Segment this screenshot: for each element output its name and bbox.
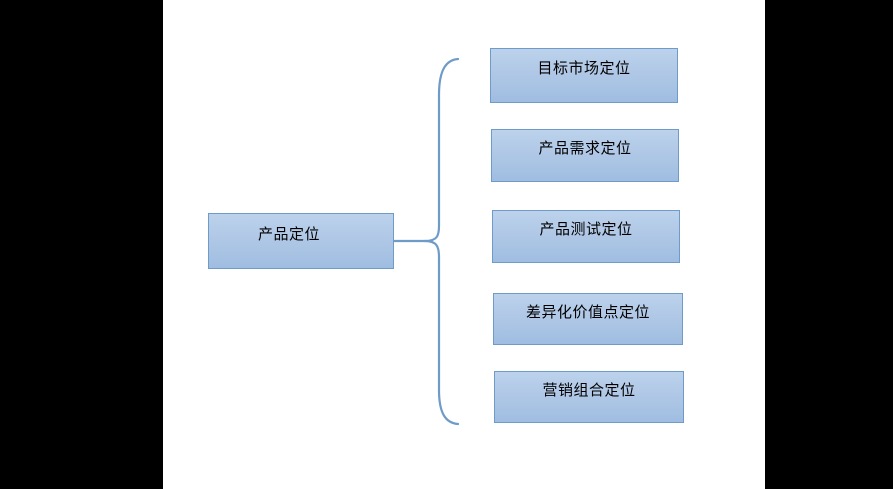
node-marketing-mix-positioning[interactable]: 营销组合定位: [494, 371, 684, 423]
node-label: 营销组合定位: [542, 380, 636, 399]
node-product-demand-positioning[interactable]: 产品需求定位: [491, 129, 679, 182]
node-label: 差异化价值点定位: [525, 302, 650, 321]
node-differentiated-value-positioning[interactable]: 差异化价值点定位: [493, 293, 683, 345]
node-label: 产品需求定位: [538, 139, 632, 157]
node-product-test-positioning[interactable]: 产品测试定位: [492, 210, 680, 263]
root-node-label: 产品定位: [257, 224, 320, 243]
node-label: 产品测试定位: [539, 220, 633, 238]
node-label: 目标市场定位: [537, 59, 631, 77]
node-target-market-positioning[interactable]: 目标市场定位: [490, 48, 678, 103]
root-node-product-positioning[interactable]: 产品定位: [208, 213, 394, 269]
slide-canvas: 产品定位 目标市场定位 产品需求定位 产品测试定位 差异化价值点定位 营销组合定…: [163, 0, 765, 489]
